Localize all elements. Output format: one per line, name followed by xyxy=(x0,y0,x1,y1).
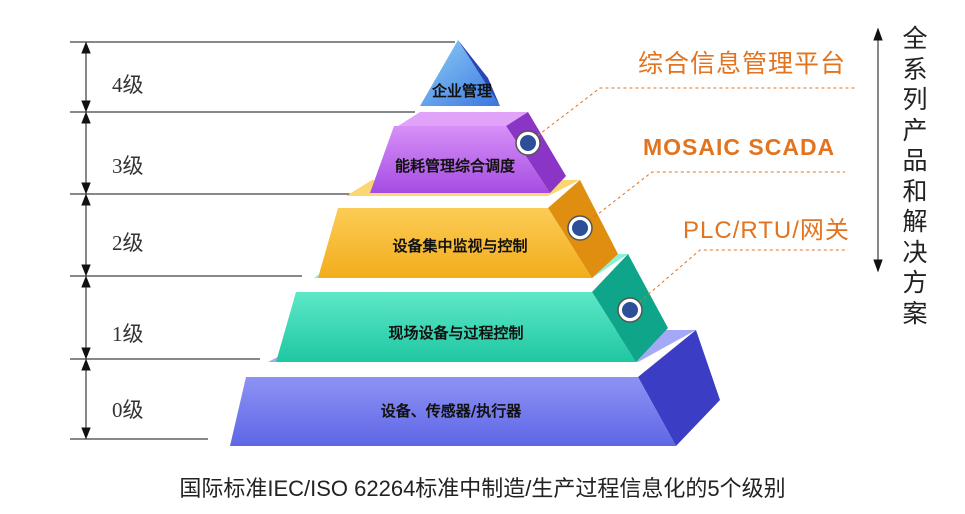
leader-lines xyxy=(527,87,855,311)
node-circles xyxy=(515,130,643,323)
level-label-0: 0级 xyxy=(112,398,144,422)
level-label-4: 4级 xyxy=(112,73,144,97)
tier-level-3 xyxy=(370,112,566,193)
level-label-1: 1级 xyxy=(112,322,144,346)
product-range-text: 全系列产品和解决方案 xyxy=(902,24,928,328)
tier-level-4 xyxy=(420,40,500,106)
callout-gateway: PLC/RTU/网关 xyxy=(683,217,850,244)
level-label-2: 2级 xyxy=(112,231,144,255)
tier-text-2: 设备集中监视与控制 xyxy=(392,237,528,255)
tier-text-0: 设备、传感器/执行器 xyxy=(380,402,522,420)
tier-text-4: 企业管理 xyxy=(431,82,493,100)
tier-text-3: 能耗管理综合调度 xyxy=(394,157,516,175)
figure-caption: 国际标准IEC/ISO 62264标准中制造/生产过程信息化的5个级别 xyxy=(179,476,786,501)
product-range-arrow xyxy=(873,27,883,273)
callout-integrated-platform: 综合信息管理平台 xyxy=(638,49,847,78)
tier-text-1: 现场设备与过程控制 xyxy=(388,324,524,342)
level-label-3: 3级 xyxy=(112,154,144,178)
callout-scada: MOSAIC SCADA xyxy=(643,134,836,160)
level-arrows xyxy=(81,41,91,440)
